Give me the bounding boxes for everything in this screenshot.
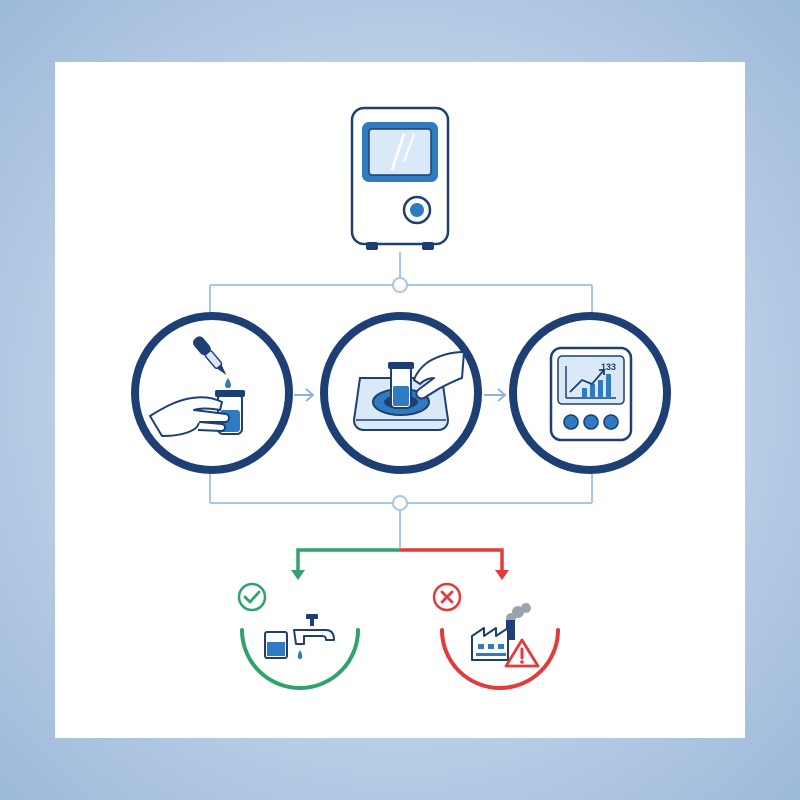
factory-warning-icon [471,603,540,668]
step-arrow-1 [294,388,315,402]
clean-water-tap-icon [264,614,335,659]
step-result-display: 133 [509,312,671,474]
step-sample-collection [131,312,293,474]
analyzer-device-icon [350,106,450,250]
top-junction-node [392,277,408,293]
cross-circle-icon [432,582,462,612]
meter-chart-icon: 133 [549,346,633,442]
outcome-fail [432,582,560,690]
bottom-junction-node [392,495,408,511]
check-circle-icon [237,582,267,612]
step-arrow-2 [484,388,507,402]
pass-branch-line [291,548,400,580]
meter-readout: 133 [601,362,616,372]
step-sample-analysis [320,312,482,474]
connector-lines [209,252,593,548]
outcome-pass [237,582,360,690]
dropper-sample-icon [149,336,245,437]
analyzer-insert-icon [352,351,465,431]
fail-branch-line [400,548,509,580]
fail-arc [440,628,560,690]
pass-arc [240,628,360,690]
